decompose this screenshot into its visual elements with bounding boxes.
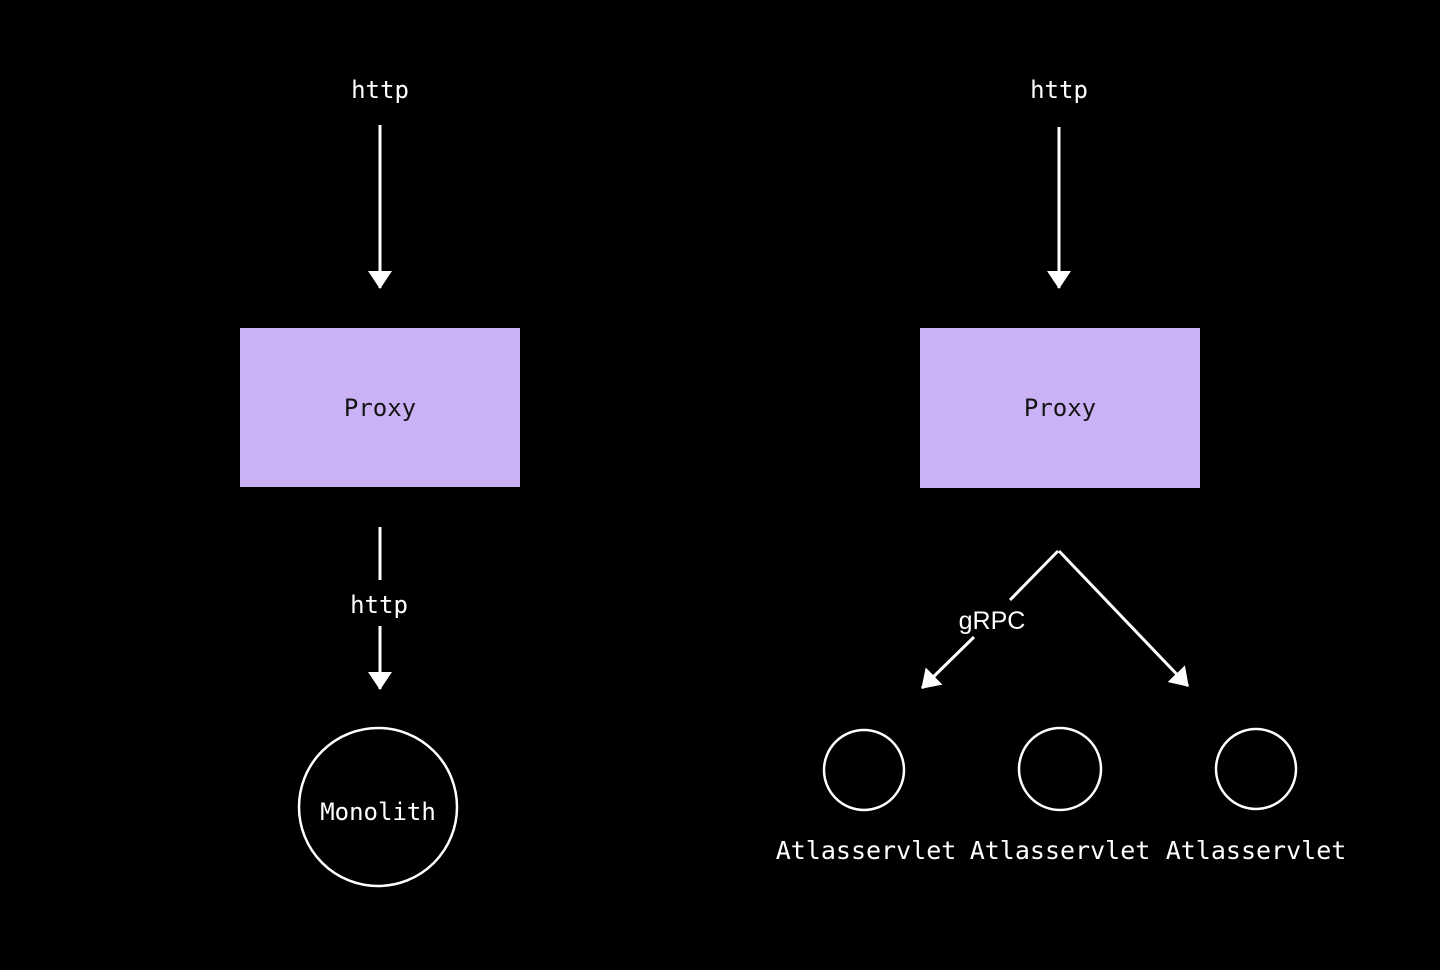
atlasservlet-node-3 [1214,727,1298,811]
left-proxy-label: Proxy [344,394,416,422]
grpc-right-edge [1057,549,1190,688]
right-proxy-label: Proxy [1024,394,1096,422]
monolith-node [297,726,459,888]
left-top-edge-label: http [351,76,409,104]
right-top-edge-label: http [1030,76,1088,104]
right-proxy-box [920,328,1200,488]
left-mid-edge-label: http [350,591,408,619]
atlasservlet-label-3: Atlasservlet [1166,836,1347,865]
grpc-left-edge-upper [1008,549,1060,602]
atlasservlet-node-2 [1017,726,1103,812]
grpc-left-edge-lower [920,635,976,690]
atlasservlet-node-1 [822,728,906,812]
left-proxy-box [240,328,520,487]
atlasservlet-label-2: Atlasservlet [970,836,1151,865]
grpc-edge-label: gRPC [959,607,1026,635]
monolith-label: Monolith [320,798,436,826]
atlasservlet-label-1: Atlasservlet [776,836,957,865]
